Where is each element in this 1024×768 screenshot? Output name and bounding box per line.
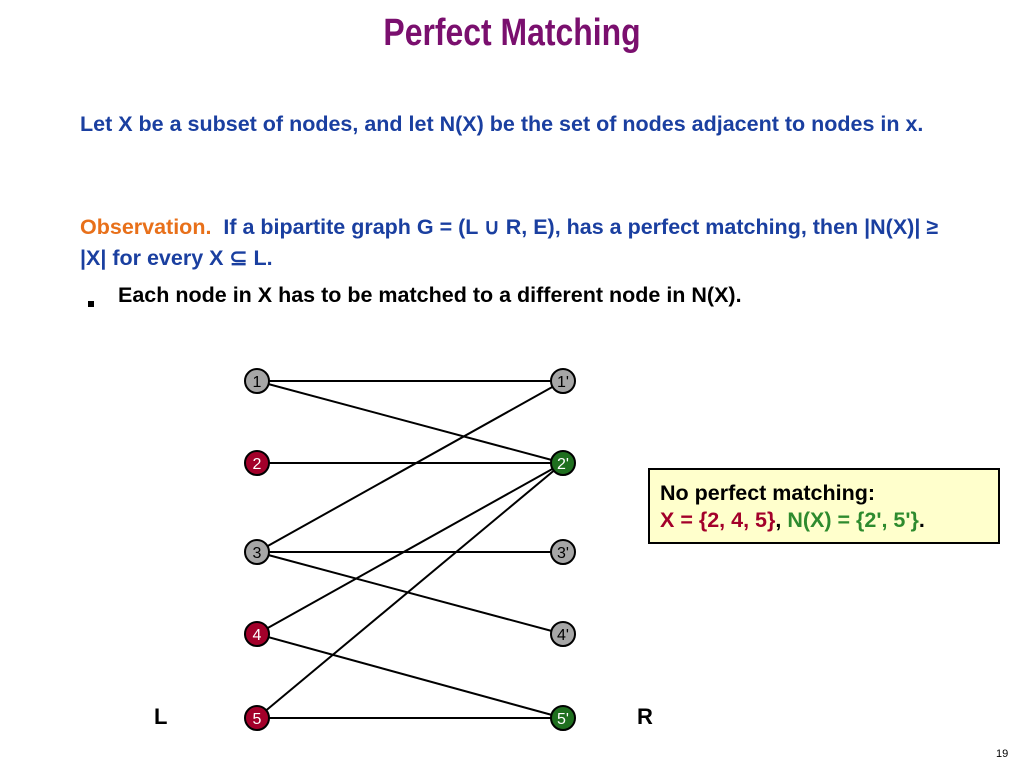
left-node-3: 3 — [244, 539, 270, 565]
node-label: 4' — [557, 627, 569, 644]
page-number: 19 — [996, 748, 1009, 760]
right-side-label: R — [637, 704, 653, 729]
node-label: 3' — [557, 545, 569, 562]
graph-nodes: 1 2 3 4 5 1' 2' 3' 4' 5' — [244, 368, 576, 731]
observation-text: If a bipartite graph G = (L ∪ R, E), has… — [80, 215, 939, 270]
edge-3-1p — [256, 380, 564, 553]
edge-4-2p — [256, 462, 564, 635]
node-circle — [550, 621, 576, 647]
callout-period: . — [918, 508, 925, 532]
callout-separator: , — [775, 508, 782, 532]
observation-paragraph: Observation. If a bipartite graph G = (L… — [80, 212, 940, 274]
right-node-4p: 4' — [550, 621, 576, 647]
bullet-square-icon — [88, 301, 94, 307]
right-node-1p: 1' — [550, 368, 576, 394]
node-circle — [550, 705, 576, 731]
node-circle — [244, 539, 270, 565]
graph-edges — [256, 380, 564, 719]
node-label: 4 — [253, 627, 262, 644]
left-node-1: 1 — [244, 368, 270, 394]
n-set-text: N(X) = {2', 5'} — [787, 508, 919, 532]
no-matching-callout: No perfect matching: X = {2, 4, 5}, N(X)… — [648, 468, 1000, 544]
node-label: 2' — [557, 456, 569, 473]
slide-title: Perfect Matching — [383, 12, 641, 54]
left-node-4: 4 — [244, 621, 270, 647]
node-circle — [244, 368, 270, 394]
observation-label: Observation. — [80, 215, 212, 239]
left-node-5: 5 — [244, 705, 270, 731]
callout-heading: No perfect matching: — [660, 481, 876, 505]
left-node-2: 2 — [244, 450, 270, 476]
node-circle — [244, 621, 270, 647]
edge-1-2p — [256, 380, 564, 464]
right-node-3p: 3' — [550, 539, 576, 565]
edge-4-5p — [256, 633, 564, 719]
node-circle — [244, 705, 270, 731]
node-label: 5' — [557, 711, 569, 728]
right-node-5p: 5' — [550, 705, 576, 731]
node-circle — [244, 450, 270, 476]
bullet-text: Each node in X has to be matched to a di… — [118, 283, 742, 307]
edge-3-4p — [256, 551, 564, 635]
node-label: 1' — [557, 374, 569, 391]
node-label: 1 — [253, 374, 262, 391]
x-set-text: X = {2, 4, 5} — [660, 508, 776, 532]
node-label: 5 — [253, 711, 262, 728]
definition-text: Let X be a subset of nodes, and let N(X)… — [80, 112, 924, 136]
left-side-label: L — [154, 704, 168, 729]
node-circle — [550, 450, 576, 476]
node-label: 3 — [253, 545, 262, 562]
node-label: 2 — [253, 456, 262, 473]
node-circle — [550, 368, 576, 394]
callout-sets-line: X = {2, 4, 5}, N(X) = {2', 5'}. — [660, 507, 998, 534]
edge-5-2p — [256, 462, 564, 719]
node-circle — [550, 539, 576, 565]
right-node-2p: 2' — [550, 450, 576, 476]
